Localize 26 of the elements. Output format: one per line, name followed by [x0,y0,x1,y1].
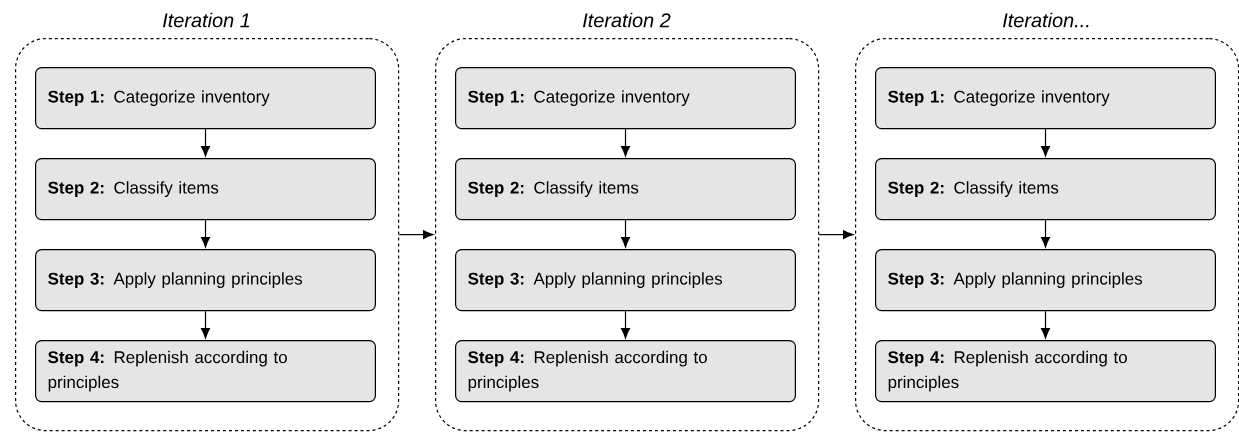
arrow [201,310,210,339]
arrow [1041,310,1050,339]
step-box: Step 2: Classify items [35,158,376,221]
arrow [621,219,630,248]
node-label: Iteration 1 [162,12,250,28]
step-box: Step 2: Classify items [875,158,1216,221]
arrow [201,219,210,248]
arrow [201,128,210,157]
step-box: Step 4: Replenish according to principles [875,340,1216,403]
step-box: Step 4: Replenish according to principles [455,340,796,403]
step-box: Step 3: Apply planning principles [455,249,796,312]
arrow [1041,219,1050,248]
node-label: Iteration 2 [582,12,671,28]
step-box: Step 4: Replenish according to principles [35,340,376,403]
arrow [818,230,854,240]
step-box: Step 2: Classify items [455,158,796,221]
step-box: Step 1: Categorize inventory [455,67,796,130]
step-box: Step 1: Categorize inventory [35,67,376,130]
arrow [398,230,434,240]
arrow [621,310,630,339]
node-label: Iteration... [1002,12,1089,28]
arrow [621,128,630,157]
step-box: Step 3: Apply planning principles [35,249,376,312]
step-box: Step 1: Categorize inventory [875,67,1216,130]
step-box: Step 3: Apply planning principles [875,249,1216,312]
arrow [1041,128,1050,157]
